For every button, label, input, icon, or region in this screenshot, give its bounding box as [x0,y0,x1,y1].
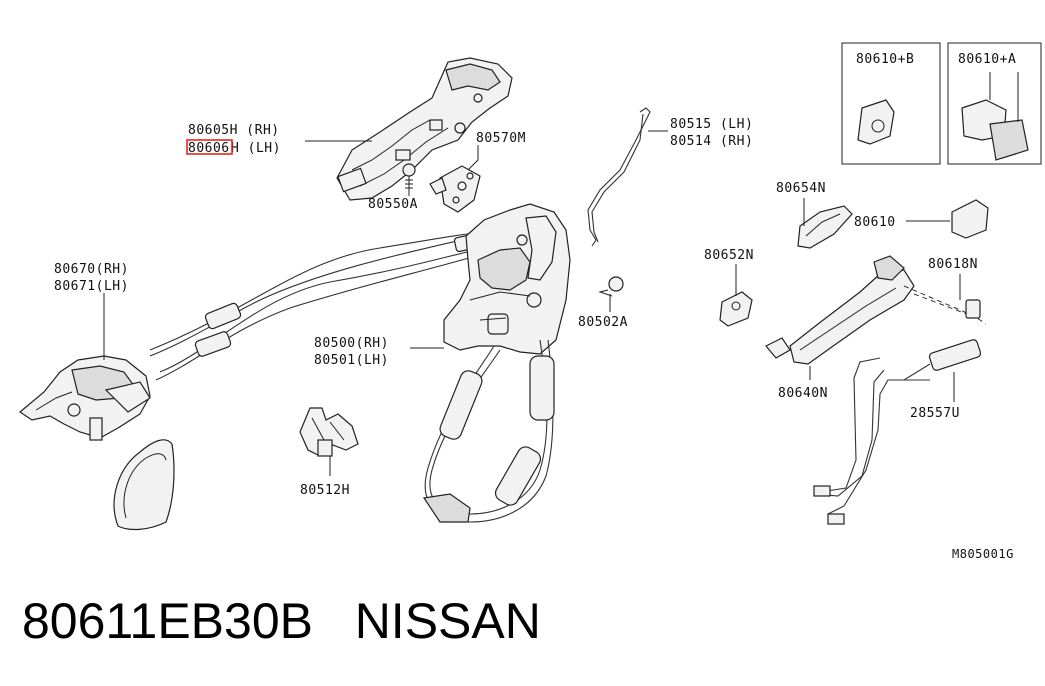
clip-80502a [598,276,624,297]
label-80512h: 80512H [300,483,350,498]
label-80502a: 80502A [578,315,628,330]
part-number: 80611EB30B [22,593,313,649]
inset-box-80610a [947,42,1042,165]
label-80654n: 80654N [776,181,826,196]
label-80570m: 80570M [476,131,526,146]
inset-box-80610b [841,42,941,165]
label-80501: 80501(LH) [314,353,389,368]
inside-handle-assembly [18,355,151,441]
gasket-80654n [797,205,853,249]
footer-title: 80611EB30B NISSAN [22,596,541,646]
label-80606h-code: 80606 [188,141,230,156]
label-80514: 80514 (RH) [670,134,753,149]
inside-handle-escutcheon [113,439,175,531]
outside-handle-80640n [765,255,915,365]
label-80652n: 80652N [704,248,754,263]
plate-80570m [429,165,481,213]
outside-handle-bracket [336,57,513,201]
door-lock-actuator [443,203,571,355]
label-80605h: 80605H (RH) [188,123,280,138]
antenna-28557u [813,339,982,525]
label-80618n: 80618N [928,257,978,272]
label-80671: 80671(LH) [54,279,129,294]
clip-80512h [299,407,359,457]
label-80515: 80515 (LH) [670,117,753,132]
label-80550a: 80550A [368,197,418,212]
door-lock-rod [587,107,651,247]
label-80500: 80500(RH) [314,336,389,351]
label-80640n: 80640N [778,386,828,401]
clip-80618n [965,299,981,319]
bracket-80652n [719,291,753,327]
highlight-box [186,139,233,155]
label-80606h-suffix: H (LH) [231,141,281,156]
label-80610: 80610 [854,215,896,230]
screw-80550a [402,163,416,190]
cap-80610 [951,199,989,239]
diagram-code: M805001G [952,547,1014,561]
loop-cable [422,339,555,523]
label-80610b: 80610+B [856,52,914,67]
label-28557u: 28557U [910,406,960,421]
brand-name: NISSAN [354,593,541,649]
label-80670: 80670(RH) [54,262,129,277]
label-80610a: 80610+A [958,52,1016,67]
